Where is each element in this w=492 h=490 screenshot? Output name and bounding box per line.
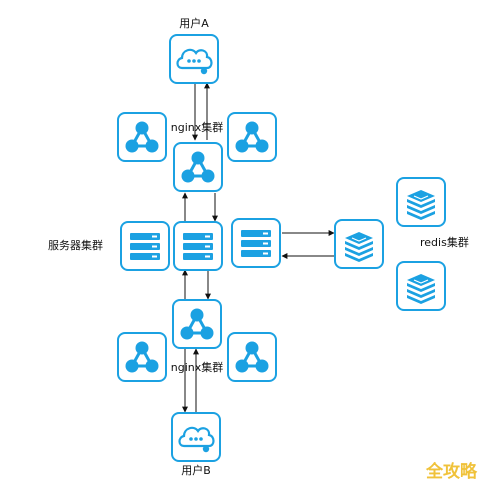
watermark: 全攻略	[425, 461, 478, 482]
server-rack-icon	[173, 221, 223, 271]
server-rack-icon	[231, 218, 281, 268]
edges	[182, 82, 335, 413]
label-user-a: 用户A	[179, 16, 209, 30]
node-user-a	[168, 33, 220, 85]
node-redis-proxy	[334, 219, 384, 269]
network-hub-icon	[116, 111, 168, 163]
network-hub-icon	[171, 298, 223, 350]
database-stack-icon	[396, 177, 446, 227]
label-server-cluster: 服务器集群	[48, 238, 103, 252]
node-server-right	[231, 218, 281, 268]
network-hub-icon	[226, 331, 278, 383]
node-redis-bottom	[396, 261, 446, 311]
node-server-left	[120, 221, 170, 271]
node-nginx-bottom-left	[116, 331, 168, 383]
label-nginx-top: nginx集群	[171, 120, 224, 134]
label-redis-cluster: redis集群	[420, 235, 469, 249]
node-nginx-bottom-center	[171, 298, 223, 350]
node-nginx-top-center	[172, 141, 224, 193]
node-user-b	[170, 411, 222, 463]
cloud-chat-icon	[170, 411, 222, 463]
node-redis-top	[396, 177, 446, 227]
node-server-center	[173, 221, 223, 271]
database-stack-icon	[396, 261, 446, 311]
database-stack-icon	[334, 219, 384, 269]
node-nginx-bottom-right	[226, 331, 278, 383]
node-nginx-top-left	[116, 111, 168, 163]
network-hub-icon	[172, 141, 224, 193]
server-rack-icon	[120, 221, 170, 271]
node-nginx-top-right	[226, 111, 278, 163]
network-hub-icon	[116, 331, 168, 383]
cloud-chat-icon	[168, 33, 220, 85]
label-nginx-bottom: nginx集群	[171, 360, 224, 374]
network-hub-icon	[226, 111, 278, 163]
label-user-b: 用户B	[181, 463, 211, 477]
